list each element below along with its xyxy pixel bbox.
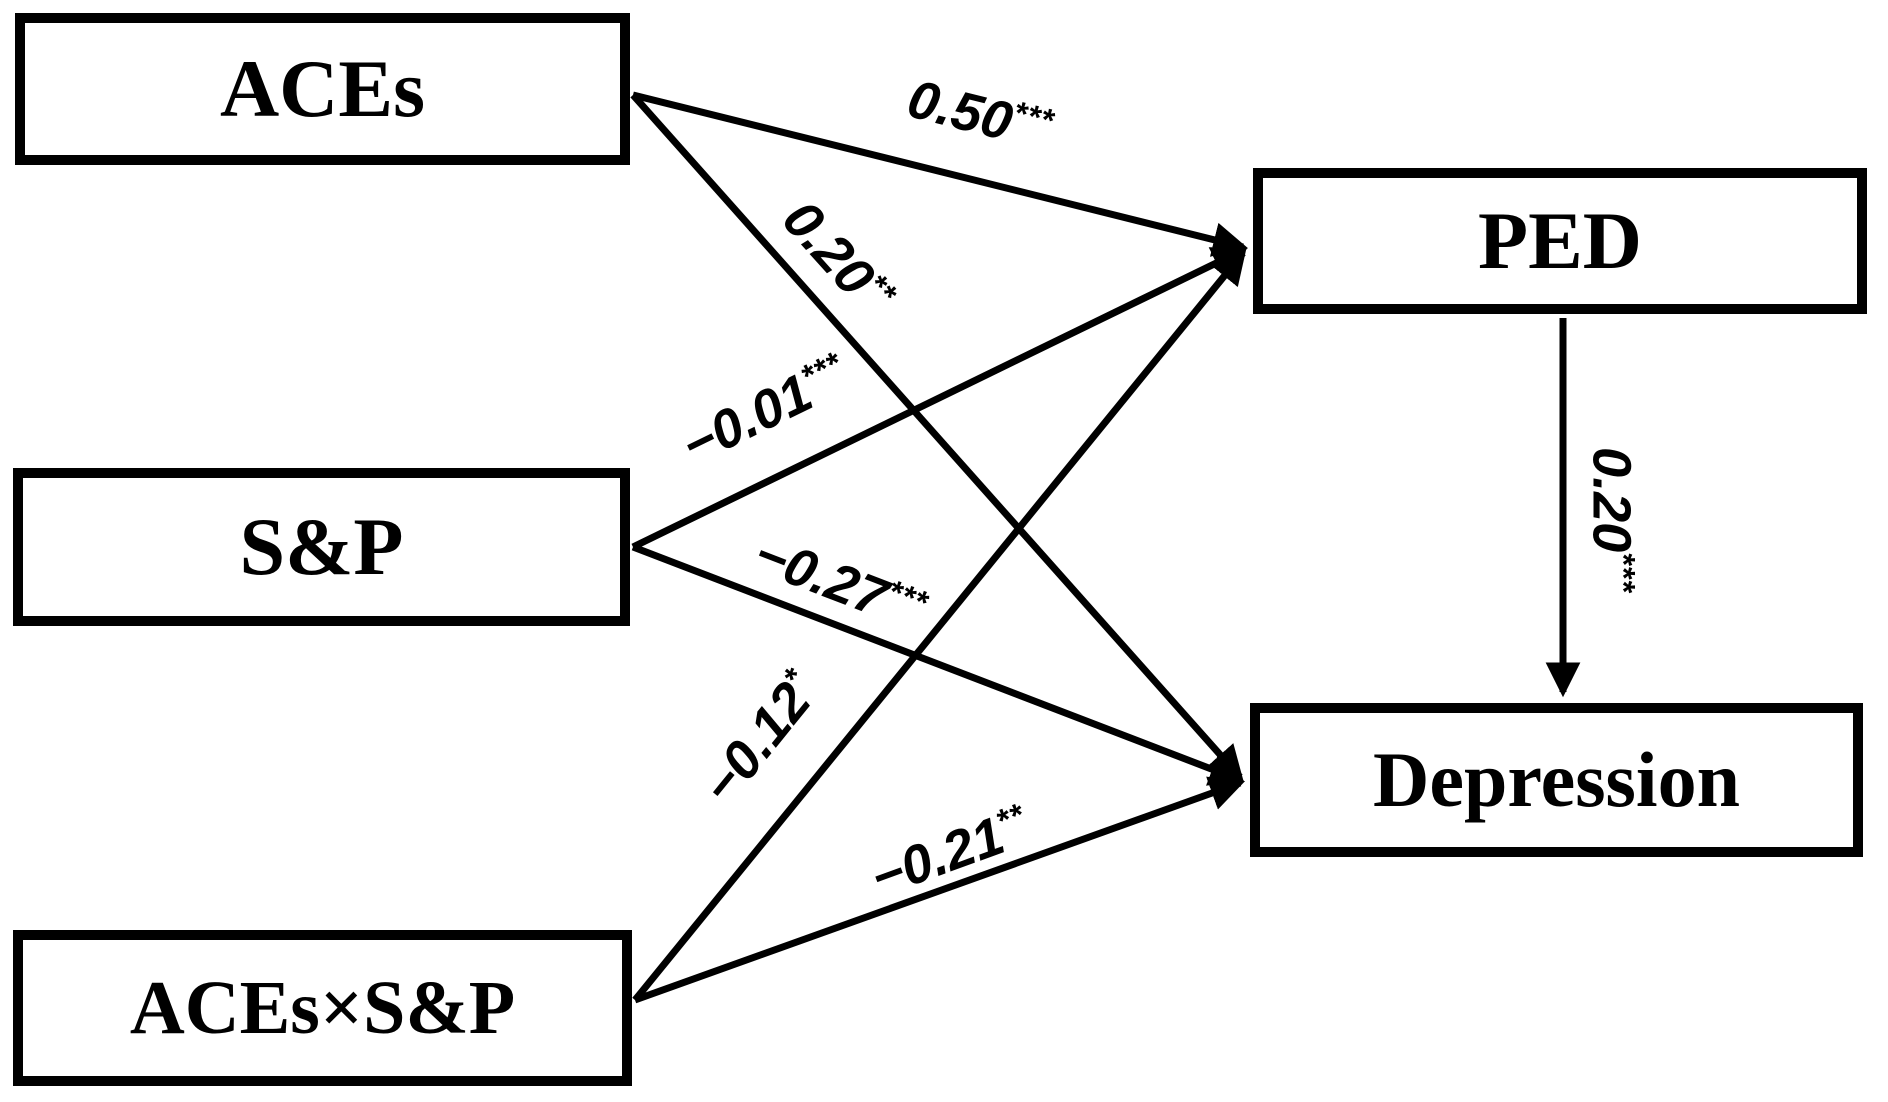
edge-label-ped-to-depression: 0.20*** — [1581, 447, 1642, 593]
node-sp-label: S&P — [239, 501, 404, 592]
edge-aces-to-ped-line — [632, 91, 1249, 257]
node-sp: S&P — [13, 468, 630, 626]
edge-acessp-to-ped-line — [632, 248, 1247, 1003]
node-aces-x-sp-label: ACEs×S&P — [129, 966, 516, 1050]
node-aces-label: ACEs — [219, 43, 426, 134]
edge-acessp-to-depression-line — [633, 776, 1245, 1004]
node-aces: ACEs — [15, 13, 630, 165]
node-depression-label: Depression — [1373, 736, 1740, 823]
edge-sp-to-depression-line — [631, 543, 1245, 786]
node-ped: PED — [1253, 168, 1867, 314]
edge-sp-to-ped-line — [631, 246, 1248, 551]
significance-stars: *** — [1605, 552, 1642, 593]
node-depression: Depression — [1250, 703, 1863, 857]
node-aces-x-sp: ACEs×S&P — [13, 930, 632, 1086]
edge-aces-to-depression-line — [630, 92, 1244, 781]
node-ped-label: PED — [1478, 195, 1642, 286]
coefficient-value: 0.20 — [1581, 447, 1642, 553]
